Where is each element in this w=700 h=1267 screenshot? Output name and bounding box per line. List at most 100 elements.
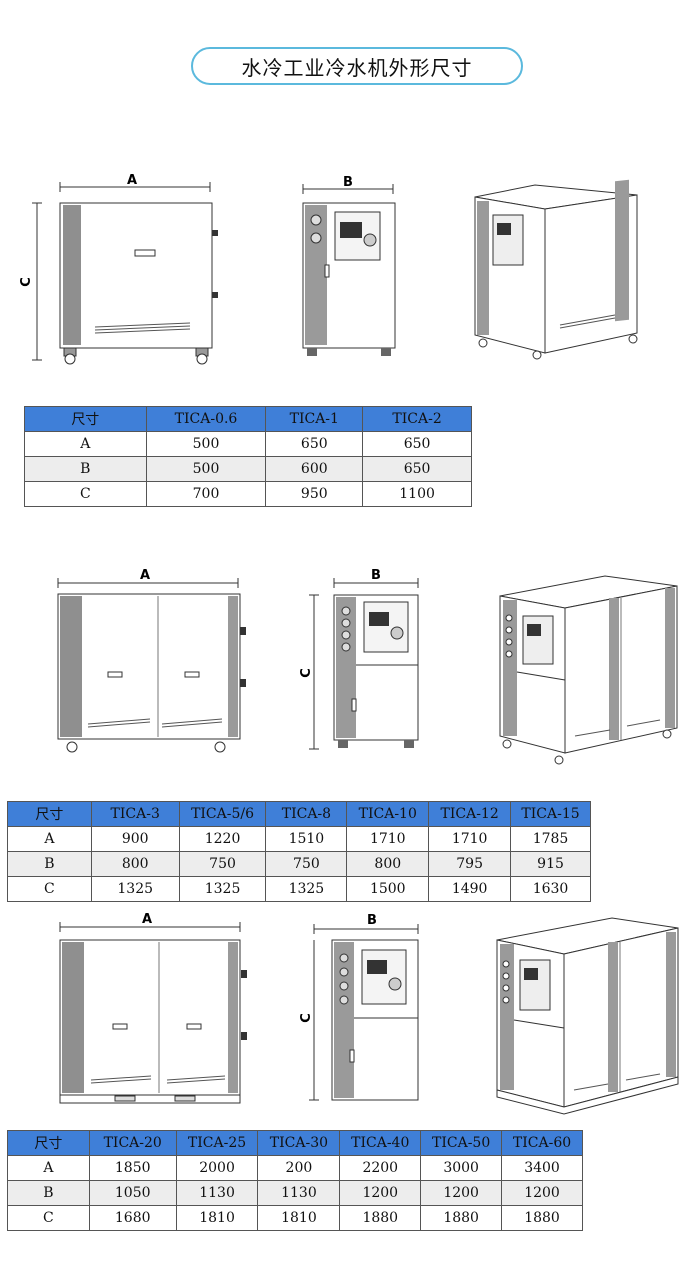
table-row: C 1680 1810 1810 1880 1880 1880 [7, 1205, 583, 1231]
table-row: C 700 950 1100 [24, 481, 472, 507]
table-cell: 1500 [346, 876, 430, 902]
side-view-medium: B C [300, 567, 425, 759]
table-header-row: 尺寸 TICA-0.6 TICA-1 TICA-2 [24, 406, 472, 432]
dim-label-c: C [300, 668, 314, 678]
table-row: A 900 1220 1510 1710 1710 1785 [7, 826, 591, 852]
table-cell: 1200 [420, 1180, 503, 1206]
table-row: B 800 750 750 800 795 915 [7, 851, 591, 877]
table-cell: B [7, 851, 92, 877]
table-cell: 1710 [428, 826, 512, 852]
table-cell: 1325 [265, 876, 348, 902]
table-header-row: 尺寸 TICA-20 TICA-25 TICA-30 TICA-40 TICA-… [7, 1130, 583, 1156]
table-cell: 1710 [346, 826, 430, 852]
dim-label-b: B [367, 913, 377, 928]
table-cell: 1490 [428, 876, 512, 902]
dim-label-a: A [140, 568, 150, 583]
table-cell: 750 [265, 851, 348, 877]
header-cell: TICA-2 [362, 406, 472, 432]
spec-table-2: 尺寸 TICA-3 TICA-5/6 TICA-8 TICA-10 TICA-1… [7, 801, 591, 902]
page-title: 水冷工业冷水机外形尺寸 [191, 47, 523, 85]
table-cell: 1810 [257, 1205, 341, 1231]
table-cell: 1325 [178, 876, 267, 902]
iso-view-medium [495, 568, 680, 768]
spec-table-3: 尺寸 TICA-20 TICA-25 TICA-30 TICA-40 TICA-… [7, 1130, 583, 1231]
table-cell: 1630 [510, 876, 591, 902]
table-cell: 3000 [420, 1155, 503, 1181]
table-cell: A [7, 1155, 90, 1181]
header-cell: 尺寸 [7, 1130, 90, 1156]
header-cell: TICA-10 [346, 801, 430, 827]
header-cell: TICA-60 [501, 1130, 583, 1156]
iso-view-small [465, 175, 645, 365]
header-cell: TICA-5/6 [178, 801, 267, 827]
table-cell: 1850 [88, 1155, 177, 1181]
table-cell: 650 [265, 431, 364, 457]
header-cell: TICA-3 [90, 801, 180, 827]
table-cell: 3400 [501, 1155, 583, 1181]
table-header-row: 尺寸 TICA-3 TICA-5/6 TICA-8 TICA-10 TICA-1… [7, 801, 591, 827]
table-cell: A [7, 826, 92, 852]
dim-label-b: B [371, 568, 381, 583]
dim-label-c: C [300, 1013, 314, 1023]
table-cell: 1880 [339, 1205, 422, 1231]
table-row: B 500 600 650 [24, 456, 472, 482]
table-cell: 1130 [257, 1180, 341, 1206]
table-cell: 500 [145, 456, 267, 482]
table-cell: B [24, 456, 147, 482]
header-cell: TICA-12 [428, 801, 512, 827]
table-cell: 800 [346, 851, 430, 877]
header-cell: TICA-0.6 [145, 406, 267, 432]
header-cell: TICA-20 [88, 1130, 177, 1156]
table-cell: 950 [265, 481, 364, 507]
table-cell: 1880 [420, 1205, 503, 1231]
table-cell: 1200 [339, 1180, 422, 1206]
table-cell: 1680 [88, 1205, 177, 1231]
table-cell: B [7, 1180, 90, 1206]
table-cell: 650 [362, 431, 472, 457]
header-cell: TICA-25 [175, 1130, 259, 1156]
table-cell: 795 [428, 851, 512, 877]
table-cell: 900 [90, 826, 180, 852]
iso-view-large [492, 912, 682, 1117]
side-view-large: B C [300, 910, 425, 1110]
dim-label-c: C [20, 277, 34, 287]
dim-label-b: B [343, 175, 353, 190]
header-cell: 尺寸 [24, 406, 147, 432]
table-cell: 1785 [510, 826, 591, 852]
table-row: B 1050 1130 1130 1200 1200 1200 [7, 1180, 583, 1206]
table-cell: 915 [510, 851, 591, 877]
table-row: C 1325 1325 1325 1500 1490 1630 [7, 876, 591, 902]
header-cell: TICA-30 [257, 1130, 341, 1156]
header-cell: TICA-50 [420, 1130, 503, 1156]
table-cell: A [24, 431, 147, 457]
table-cell: C [7, 876, 92, 902]
table-cell: 1810 [175, 1205, 259, 1231]
table-cell: 2200 [339, 1155, 422, 1181]
table-cell: 1510 [265, 826, 348, 852]
table-row: A 500 650 650 [24, 431, 472, 457]
table-cell: 1130 [175, 1180, 259, 1206]
side-view-small: B [295, 170, 405, 365]
table-cell: 1100 [362, 481, 472, 507]
table-cell: C [24, 481, 147, 507]
table-cell: 1220 [178, 826, 267, 852]
table-cell: 700 [145, 481, 267, 507]
table-cell: 750 [178, 851, 267, 877]
header-cell: TICA-8 [265, 801, 348, 827]
front-view-small: A C [20, 170, 230, 370]
front-view-medium: A [50, 567, 255, 757]
table-cell: 500 [145, 431, 267, 457]
table-cell: 800 [90, 851, 180, 877]
table-cell: 1325 [90, 876, 180, 902]
spec-table-1: 尺寸 TICA-0.6 TICA-1 TICA-2 A 500 650 650 … [24, 406, 472, 507]
table-cell: 200 [257, 1155, 341, 1181]
header-cell: TICA-15 [510, 801, 591, 827]
table-cell: C [7, 1205, 90, 1231]
table-cell: 2000 [175, 1155, 259, 1181]
front-view-large: A [55, 910, 255, 1110]
table-cell: 1050 [88, 1180, 177, 1206]
table-cell: 1880 [501, 1205, 583, 1231]
table-cell: 650 [362, 456, 472, 482]
dim-label-a: A [142, 912, 152, 927]
dim-label-a: A [127, 173, 137, 188]
